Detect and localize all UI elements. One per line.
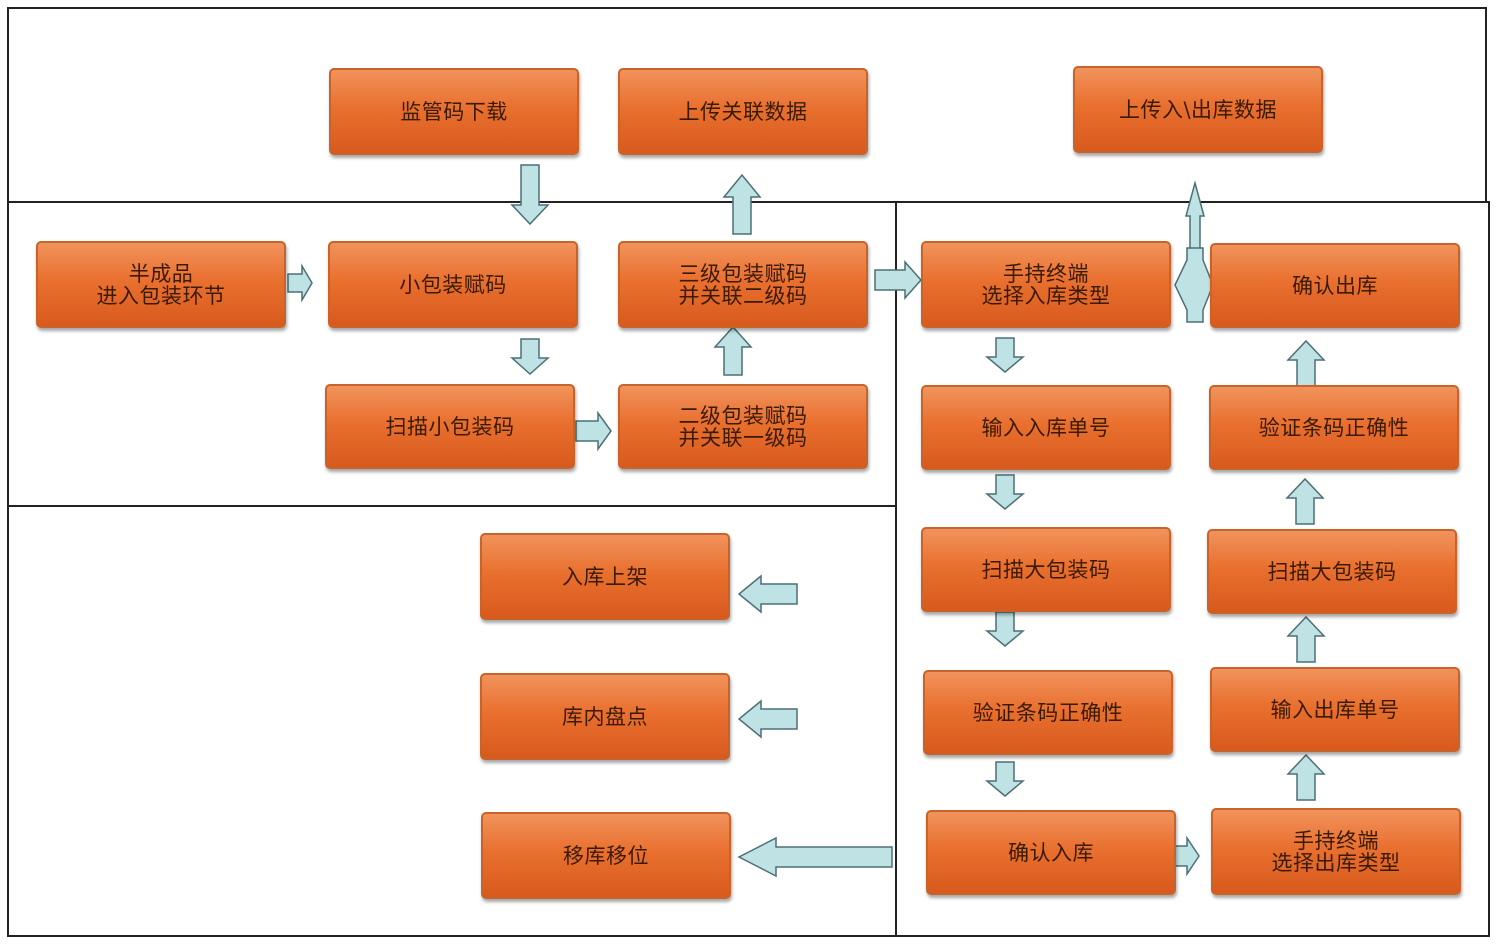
node-confirm-in-label: 确认入库 xyxy=(1008,840,1094,865)
node-small-pack-code: 小包装赋码 xyxy=(328,241,578,328)
node-confirm-in: 确认入库 xyxy=(926,810,1176,895)
arrow-to-shelving xyxy=(737,574,798,614)
node-code-download: 监管码下载 xyxy=(329,68,579,155)
node-input-in-no-label: 输入入库单号 xyxy=(981,415,1111,440)
node-input-out-no-label: 输入出库单号 xyxy=(1270,697,1400,722)
node-upload-link-data-label: 上传关联数据 xyxy=(678,99,808,124)
node-lvl2-pack: 二级包装赋码 并关联一级码 xyxy=(618,384,868,469)
node-stocktake-label: 库内盘点 xyxy=(562,704,648,729)
node-handheld-out: 手持终端 选择出库类型 xyxy=(1211,808,1461,895)
arrow-input-in-to-scan xyxy=(984,474,1026,510)
arrow-handheld-confirm-out-exchange xyxy=(1174,247,1214,323)
node-confirm-out: 确认出库 xyxy=(1210,243,1460,328)
node-lvl2-pack-line2: 并关联一级码 xyxy=(678,425,808,450)
node-semi-product: 半成品 进入包装环节 xyxy=(36,241,286,328)
node-handheld-out-line2: 选择出库类型 xyxy=(1271,850,1401,875)
arrow-download-to-small-pack xyxy=(510,164,550,226)
node-shelving-label: 入库上架 xyxy=(562,564,648,589)
node-relocate-label: 移库移位 xyxy=(563,843,649,868)
node-verify-in-label: 验证条码正确性 xyxy=(972,700,1124,725)
arrow-confirm-in-to-handheld-out xyxy=(1174,835,1200,877)
node-code-download-label: 监管码下载 xyxy=(400,99,508,124)
node-scan-big-out: 扫描大包装码 xyxy=(1207,529,1457,614)
arrow-verify-in-to-confirm xyxy=(984,761,1026,797)
node-upload-link-data: 上传关联数据 xyxy=(618,68,868,155)
node-upload-io-data-label: 上传入\出库数据 xyxy=(1118,97,1278,122)
arrow-lvl3-to-upload xyxy=(722,173,762,235)
node-stocktake: 库内盘点 xyxy=(480,673,730,760)
node-upload-io-data: 上传入\出库数据 xyxy=(1073,66,1323,153)
node-semi-product-line1: 半成品 xyxy=(128,261,194,286)
arrow-to-relocate xyxy=(737,836,893,878)
node-scan-big-in-label: 扫描大包装码 xyxy=(981,557,1111,582)
node-handheld-in: 手持终端 选择入库类型 xyxy=(921,241,1171,328)
node-relocate: 移库移位 xyxy=(481,812,731,899)
node-confirm-out-label: 确认出库 xyxy=(1292,273,1378,298)
arrow-scan-in-to-verify xyxy=(984,611,1026,647)
node-semi-product-line2: 进入包装环节 xyxy=(96,283,226,308)
node-scan-small-pack-label: 扫描小包装码 xyxy=(385,414,515,439)
node-scan-small-pack: 扫描小包装码 xyxy=(325,384,575,469)
node-lvl3-pack: 三级包装赋码 并关联二级码 xyxy=(618,241,868,328)
node-shelving: 入库上架 xyxy=(480,533,730,620)
node-small-pack-code-label: 小包装赋码 xyxy=(399,272,507,297)
node-verify-in: 验证条码正确性 xyxy=(923,670,1173,755)
node-input-out-no: 输入出库单号 xyxy=(1210,667,1460,752)
arrow-small-pack-to-scan xyxy=(510,338,550,376)
arrow-semi-to-small-pack xyxy=(287,263,313,303)
node-verify-out: 验证条码正确性 xyxy=(1209,385,1459,470)
node-lvl3-pack-line1: 三级包装赋码 xyxy=(678,261,808,286)
node-verify-out-label: 验证条码正确性 xyxy=(1258,415,1410,440)
arrow-verify-out-to-confirm-out xyxy=(1286,339,1326,387)
node-handheld-in-line1: 手持终端 xyxy=(1003,261,1089,286)
arrow-handheld-out-to-input-out xyxy=(1286,753,1326,801)
node-scan-big-out-label: 扫描大包装码 xyxy=(1267,559,1397,584)
arrow-scan-out-to-verify-out xyxy=(1285,477,1325,525)
arrow-to-stocktake xyxy=(737,699,798,739)
node-handheld-in-line2: 选择入库类型 xyxy=(981,283,1111,308)
arrow-input-out-to-scan-out xyxy=(1286,615,1326,663)
arrow-lvl3-to-handheld-in xyxy=(874,260,923,300)
arrow-scan-small-to-lvl2 xyxy=(575,410,612,452)
node-lvl2-pack-line1: 二级包装赋码 xyxy=(678,403,808,428)
node-input-in-no: 输入入库单号 xyxy=(921,385,1171,470)
arrow-handheld-in-to-input xyxy=(984,337,1026,373)
node-scan-big-in: 扫描大包装码 xyxy=(921,527,1171,612)
node-handheld-out-line1: 手持终端 xyxy=(1293,828,1379,853)
node-lvl3-pack-line2: 并关联二级码 xyxy=(678,283,808,308)
arrow-lvl2-to-lvl3 xyxy=(713,325,753,376)
